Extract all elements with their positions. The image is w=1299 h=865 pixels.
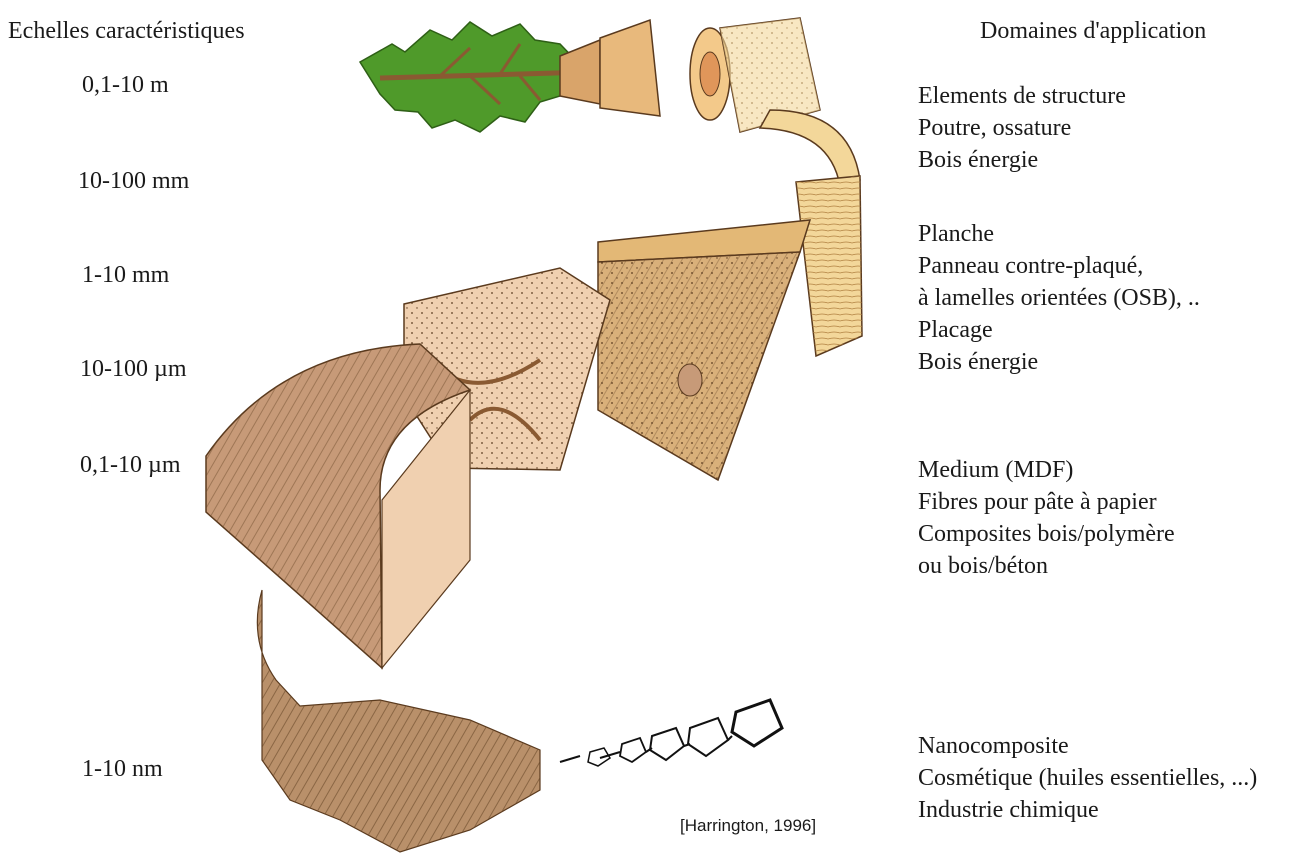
wood-block-illustration	[598, 220, 810, 480]
leaf-illustration	[360, 22, 590, 132]
citation: [Harrington, 1996]	[680, 816, 816, 836]
cell-wall-illustration	[206, 344, 470, 668]
cellulose-molecule-illustration	[560, 700, 782, 766]
